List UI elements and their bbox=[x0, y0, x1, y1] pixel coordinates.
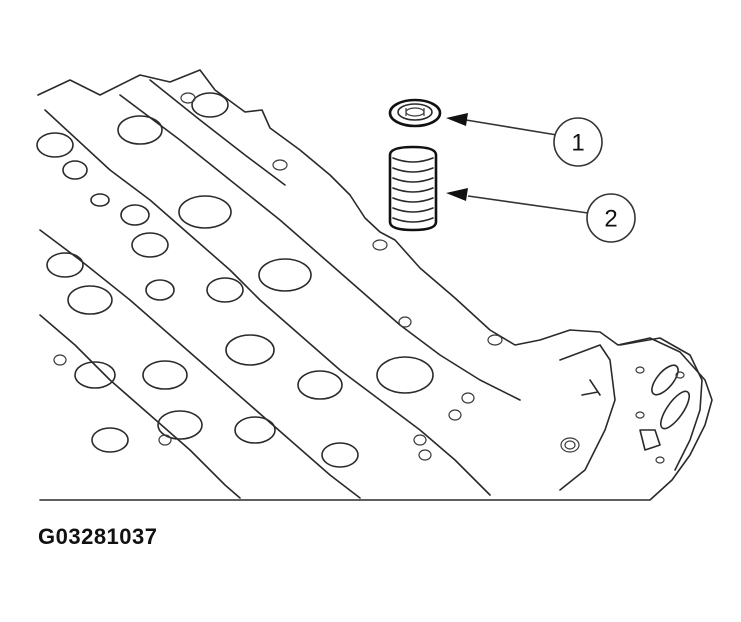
valve-spring bbox=[388, 145, 438, 232]
callout-1: 1 bbox=[446, 113, 603, 167]
figure-id-label: G03281037 bbox=[38, 524, 158, 549]
callout-1-number: 1 bbox=[571, 130, 584, 157]
callout-2: 2 bbox=[446, 188, 636, 243]
arrowhead-icon bbox=[446, 113, 468, 126]
valve-seats bbox=[36, 92, 434, 468]
bolt-holes bbox=[53, 92, 580, 461]
cylinder-head-outline bbox=[37, 69, 713, 501]
callout-2-number: 2 bbox=[604, 206, 617, 233]
end-flange bbox=[559, 337, 703, 491]
arrowhead-icon bbox=[446, 188, 468, 201]
valve-spring-retainer bbox=[388, 98, 442, 128]
